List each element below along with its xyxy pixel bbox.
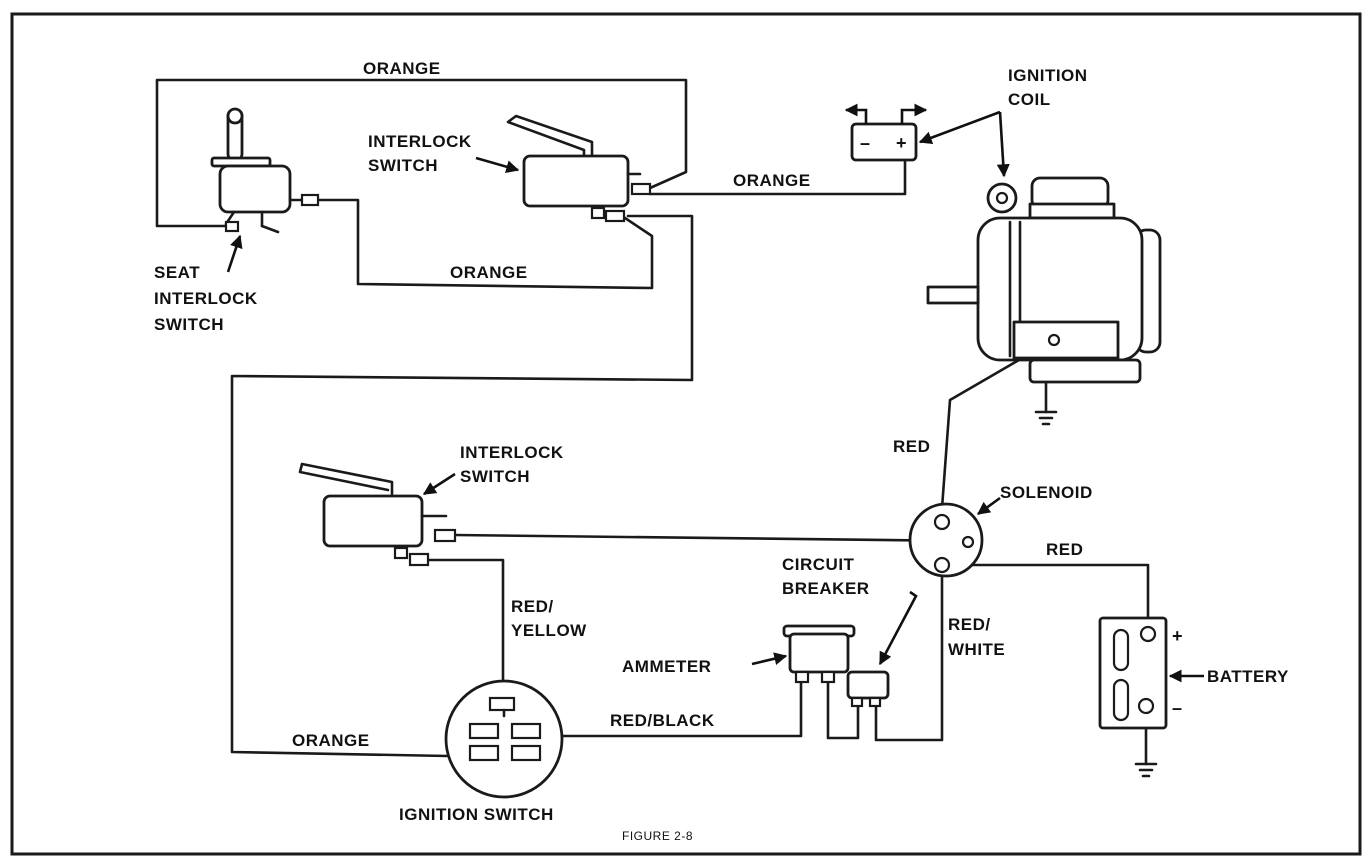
ammeter [782, 624, 856, 684]
label-interlock-lower-2: SWITCH [460, 467, 530, 486]
figure-caption: FIGURE 2-8 [622, 829, 693, 843]
ignition-switch [444, 679, 564, 799]
arrow-ammeter [751, 652, 788, 666]
label-red-black: RED/BLACK [610, 711, 715, 730]
interlock-switch-lower [298, 462, 457, 567]
battery: + – [1098, 616, 1183, 730]
label-interlock-lower-1: INTERLOCK [460, 443, 564, 462]
label-seat-3: SWITCH [154, 315, 224, 334]
label-orange-mid: ORANGE [450, 263, 528, 282]
wire-red-white [874, 571, 944, 742]
label-ignition-coil-1: IGNITION [1008, 66, 1088, 85]
label-red-engine: RED [893, 437, 930, 456]
label-red-white-1: RED/ [948, 615, 991, 634]
wire-ammeter-breaker [826, 680, 860, 740]
ignition-coil: – + [844, 103, 928, 162]
label-ignition-switch: IGNITION SWITCH [399, 805, 554, 824]
label-orange-left: ORANGE [292, 731, 370, 750]
wire-orange-top [155, 78, 688, 228]
label-red-white-2: WHITE [948, 640, 1005, 659]
engine [926, 176, 1162, 384]
coil-minus-sign: – [860, 133, 870, 153]
diagram-border [10, 12, 1362, 856]
circuit-breaker [846, 670, 890, 708]
label-interlock-upper-2: SWITCH [368, 156, 438, 175]
wire-orange-long [230, 214, 694, 758]
label-seat-1: SEAT [154, 263, 200, 282]
label-circuit-1: CIRCUIT [782, 555, 855, 574]
arrow-coil-engine [996, 111, 1010, 178]
coil-plus-sign: + [896, 133, 907, 153]
arrow-coil-plus [918, 110, 1001, 144]
wire-red-yellow [426, 558, 505, 702]
label-battery: BATTERY [1207, 667, 1289, 686]
label-ammeter: AMMETER [622, 657, 711, 676]
wire-red-black [538, 680, 803, 738]
label-interlock-upper-1: INTERLOCK [368, 132, 472, 151]
label-solenoid: SOLENOID [1000, 483, 1093, 502]
battery-plus-sign: + [1172, 626, 1183, 646]
arrow-upper-interlock [475, 156, 520, 174]
label-orange-coil: ORANGE [733, 171, 811, 190]
wire-orange-coil [648, 158, 907, 196]
ground-symbol-battery [1134, 762, 1158, 778]
labels: ORANGE INTERLOCK SWITCH IGNITION COIL OR… [154, 59, 1289, 843]
label-red-battery: RED [1046, 540, 1083, 559]
interlock-switch-upper [506, 114, 652, 223]
arrow-circuit-breaker [878, 590, 918, 666]
arrow-solenoid [976, 496, 1001, 516]
arrow-seat-switch [226, 234, 243, 273]
label-orange-top: ORANGE [363, 59, 441, 78]
solenoid [908, 502, 984, 578]
arrow-lower-interlock [422, 472, 456, 496]
label-ignition-coil-2: COIL [1008, 90, 1051, 109]
wire-orange-mid [316, 198, 654, 290]
label-red-yellow-1: RED/ [511, 597, 554, 616]
label-seat-2: INTERLOCK [154, 289, 258, 308]
label-circuit-2: BREAKER [782, 579, 870, 598]
wire-interlock-solenoid [453, 533, 970, 543]
battery-minus-sign: – [1172, 698, 1182, 718]
ground-symbol-engine [1034, 410, 1058, 426]
pointer-arrows [226, 110, 1204, 683]
seat-interlock-switch [210, 107, 320, 234]
wire-red-battery [966, 563, 1150, 628]
label-red-yellow-2: YELLOW [511, 621, 587, 640]
